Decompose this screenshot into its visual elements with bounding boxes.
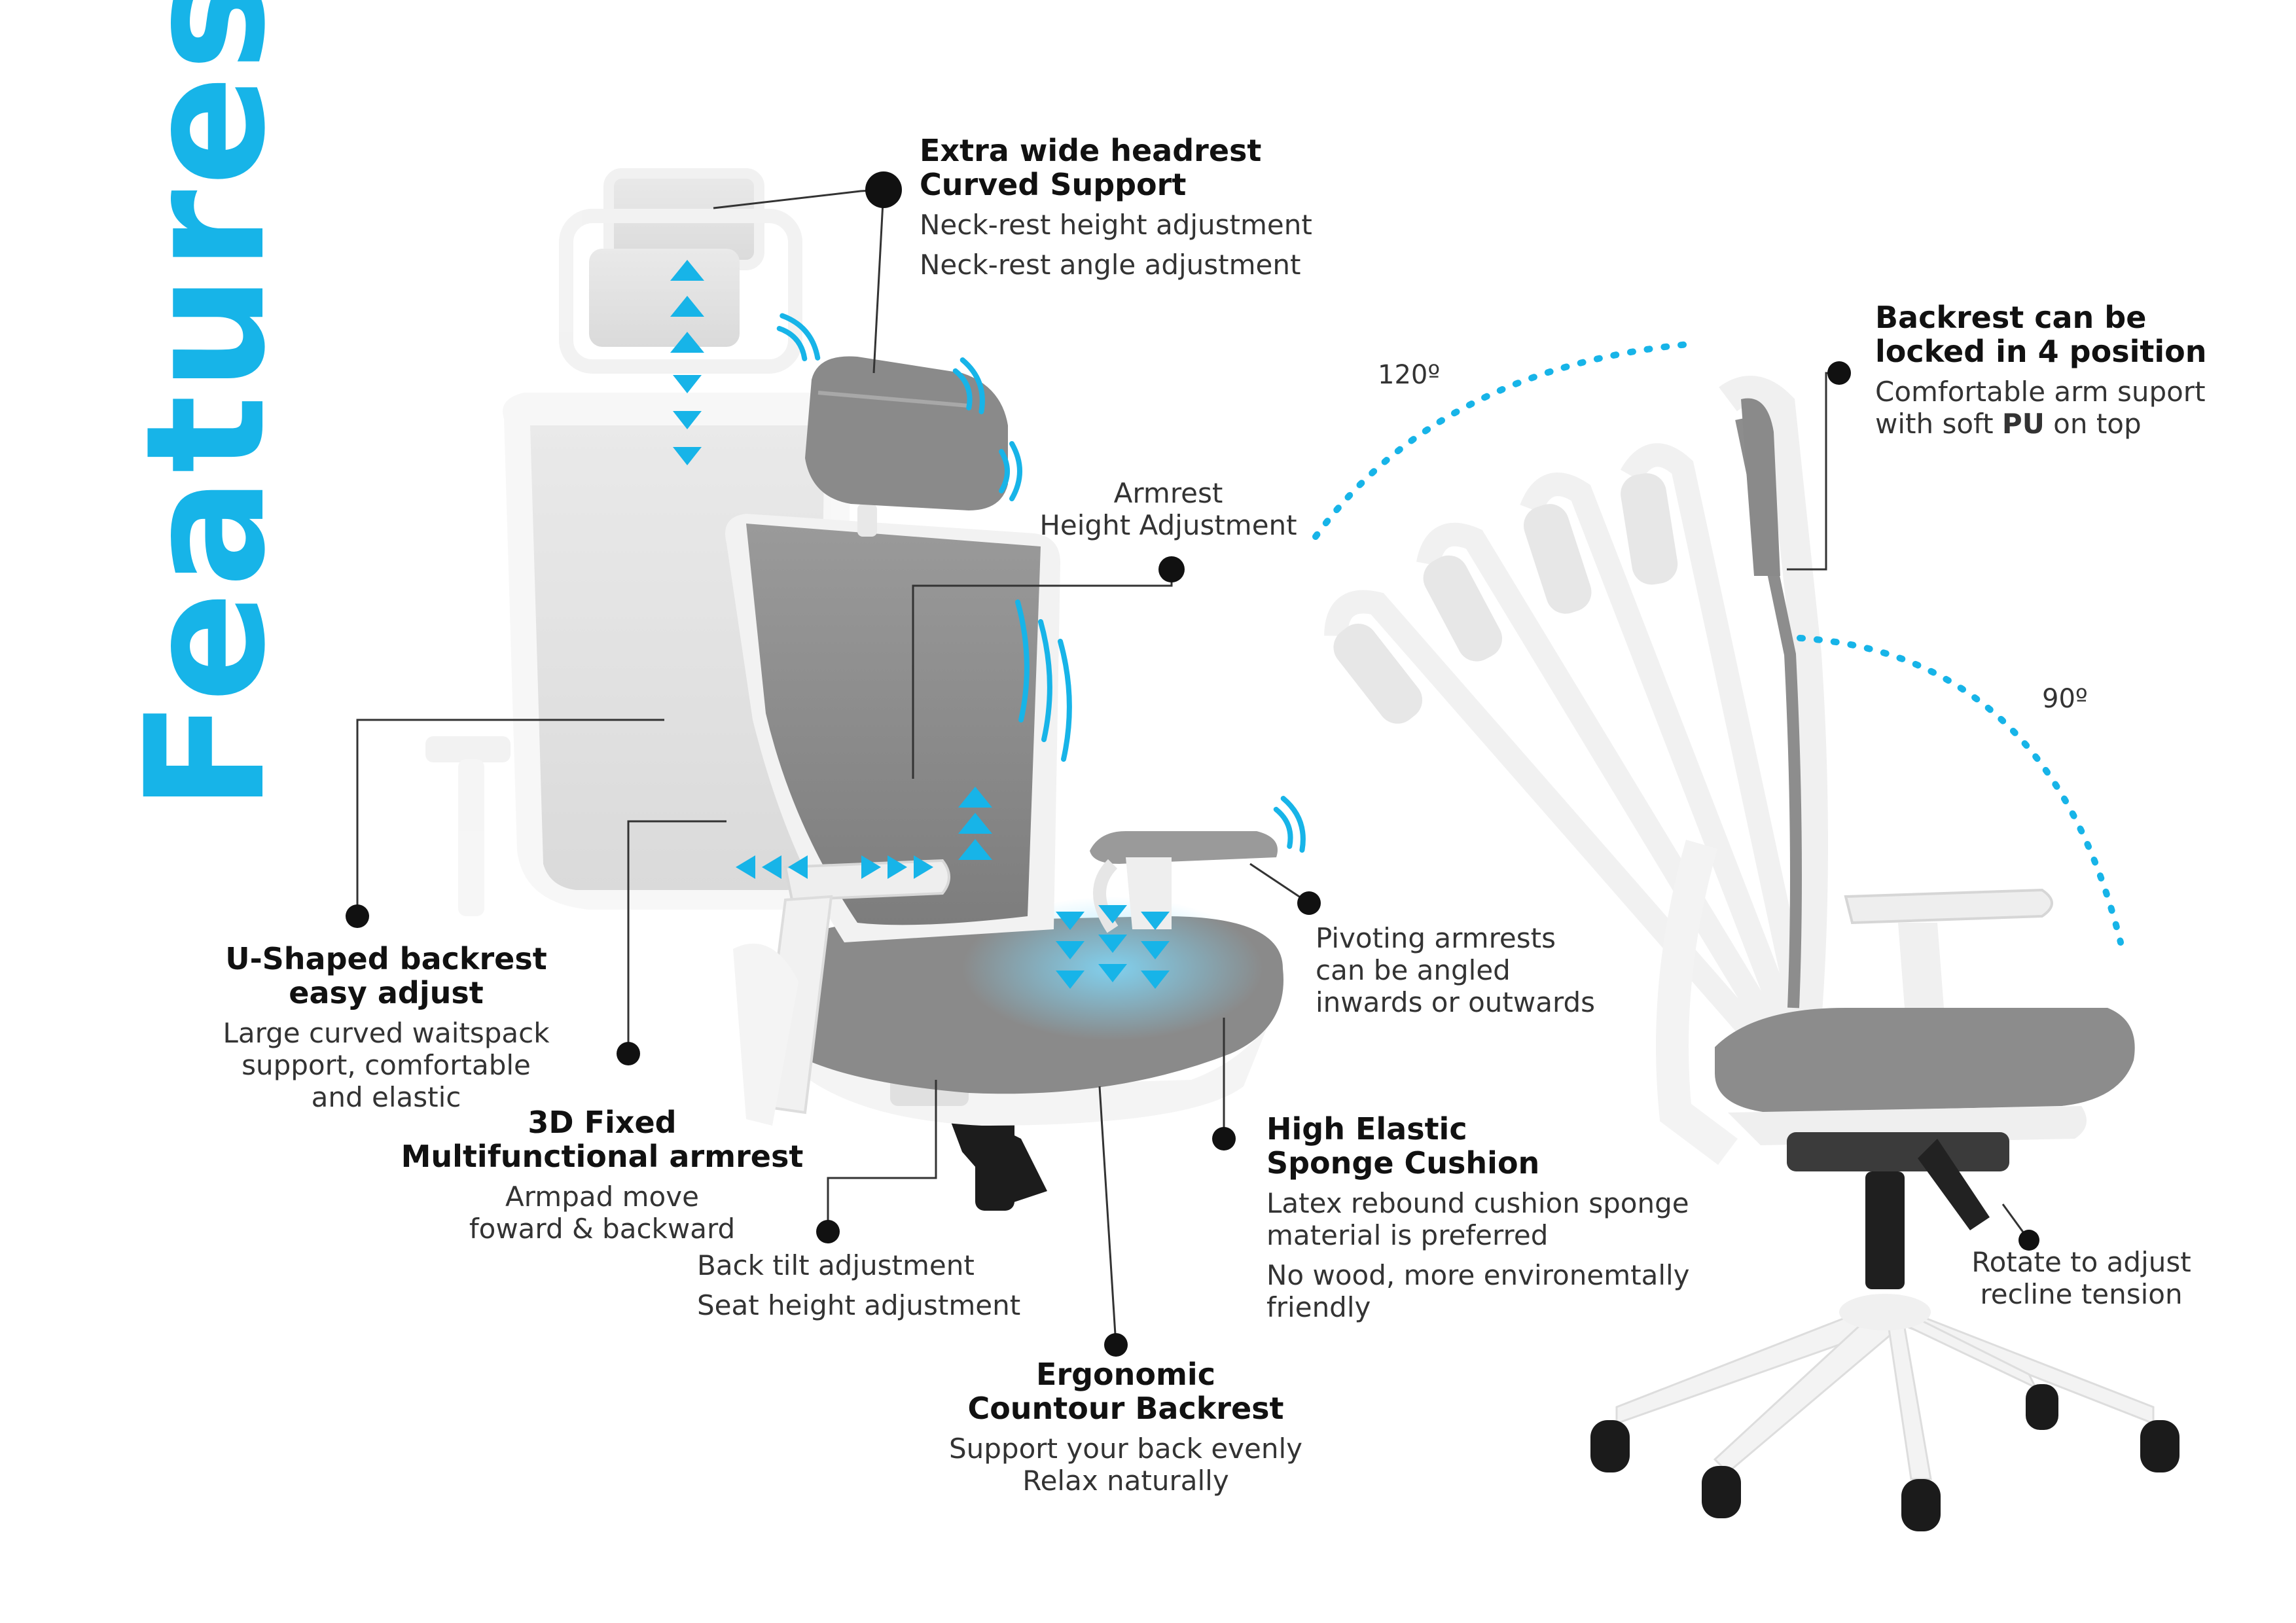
feature-heading: easy adjust xyxy=(289,974,484,1010)
feature-text: Rotate to adjust xyxy=(1971,1246,2191,1278)
feature-text: Pivoting armrests xyxy=(1316,922,1556,954)
feature-text: Support your back evenly xyxy=(948,1433,1302,1465)
feature-heading: Curved Support xyxy=(920,166,1187,202)
feature-pivot-armrests: Pivoting armrests can be angled inwards … xyxy=(1316,923,1595,1018)
main-chair xyxy=(725,356,1283,1211)
feature-armrest-height: Armrest Height Adjustment xyxy=(1024,478,1312,541)
feature-3d-armrest: 3D Fixed Multifunctional armrest Armpad … xyxy=(393,1105,812,1245)
feature-recline: Rotate to adjust recline tension xyxy=(1937,1247,2225,1310)
callout-lines xyxy=(356,188,2030,1346)
side-chair xyxy=(1590,376,2179,1531)
recline-ghosts xyxy=(1324,443,1819,1056)
feature-text: Neck-rest angle adjustment xyxy=(920,249,1301,281)
feature-text: Large curved waitspack xyxy=(223,1017,550,1050)
recline-arc-120 xyxy=(1312,340,1698,540)
motion-wave-icon xyxy=(774,311,1310,854)
feature-headrest: Extra wide headrest Curved Support Neck-… xyxy=(920,134,1312,280)
callout-dot-icon xyxy=(346,171,2039,1357)
feature-text: with soft PU on top xyxy=(1875,408,2142,440)
feature-text: recline tension xyxy=(1980,1278,2183,1311)
feature-backrest-lock: Backrest can be locked in 4 position Com… xyxy=(1875,300,2207,440)
feature-text: material is preferred xyxy=(1266,1219,1549,1252)
feature-text: can be angled xyxy=(1316,954,1511,987)
feature-heading: Backrest can be xyxy=(1875,300,2147,335)
feature-text: Armrest xyxy=(1113,477,1223,509)
feature-text: No wood, more environemtally xyxy=(1266,1259,1690,1292)
feature-text: support, comfortable xyxy=(242,1049,531,1082)
recline-arc-90 xyxy=(1797,635,2124,946)
feature-text: Neck-rest height adjustment xyxy=(920,209,1312,241)
feature-heading: locked in 4 position xyxy=(1875,333,2207,369)
down-arrow-icon xyxy=(1056,905,1170,989)
feature-text: Relax naturally xyxy=(1022,1465,1229,1497)
feature-text: Armpad move xyxy=(505,1181,699,1213)
feature-heading: Multifunctional armrest xyxy=(401,1138,804,1174)
feature-text: Height Adjustment xyxy=(1039,509,1297,542)
feature-text: Seat height adjustment xyxy=(697,1289,1021,1322)
feature-heading: High Elastic xyxy=(1266,1111,1467,1147)
feature-text: Back tilt adjustment xyxy=(697,1249,975,1281)
feature-u-backrest: U-Shaped backrest easy adjust Large curv… xyxy=(177,942,596,1113)
feature-tilt: Back tilt adjustment Seat height adjustm… xyxy=(697,1250,1020,1321)
feature-heading: 3D Fixed xyxy=(528,1105,677,1140)
feature-text: friendly xyxy=(1266,1291,1371,1324)
feature-text: Comfortable arm suport xyxy=(1875,376,2206,408)
feature-heading: U-Shaped backrest xyxy=(225,941,547,976)
feature-cushion: High Elastic Sponge Cushion Latex reboun… xyxy=(1266,1111,1690,1324)
feature-heading: Ergonomic xyxy=(1036,1357,1215,1392)
feature-text: and elastic xyxy=(311,1081,461,1114)
page-title: Features xyxy=(111,0,301,812)
feature-heading: Sponge Cushion xyxy=(1266,1145,1540,1181)
angle-label-90: 90º xyxy=(2042,684,2088,714)
feature-contour-backrest: Ergonomic Countour Backrest Support your… xyxy=(916,1357,1335,1497)
feature-text: inwards or outwards xyxy=(1316,986,1596,1019)
feature-text: Latex rebound cushion sponge xyxy=(1266,1187,1689,1220)
feature-text: foward & backward xyxy=(469,1213,736,1245)
angle-label-120: 120º xyxy=(1378,360,1441,390)
feature-heading: Extra wide headrest xyxy=(920,133,1262,168)
feature-heading: Countour Backrest xyxy=(967,1390,1284,1426)
